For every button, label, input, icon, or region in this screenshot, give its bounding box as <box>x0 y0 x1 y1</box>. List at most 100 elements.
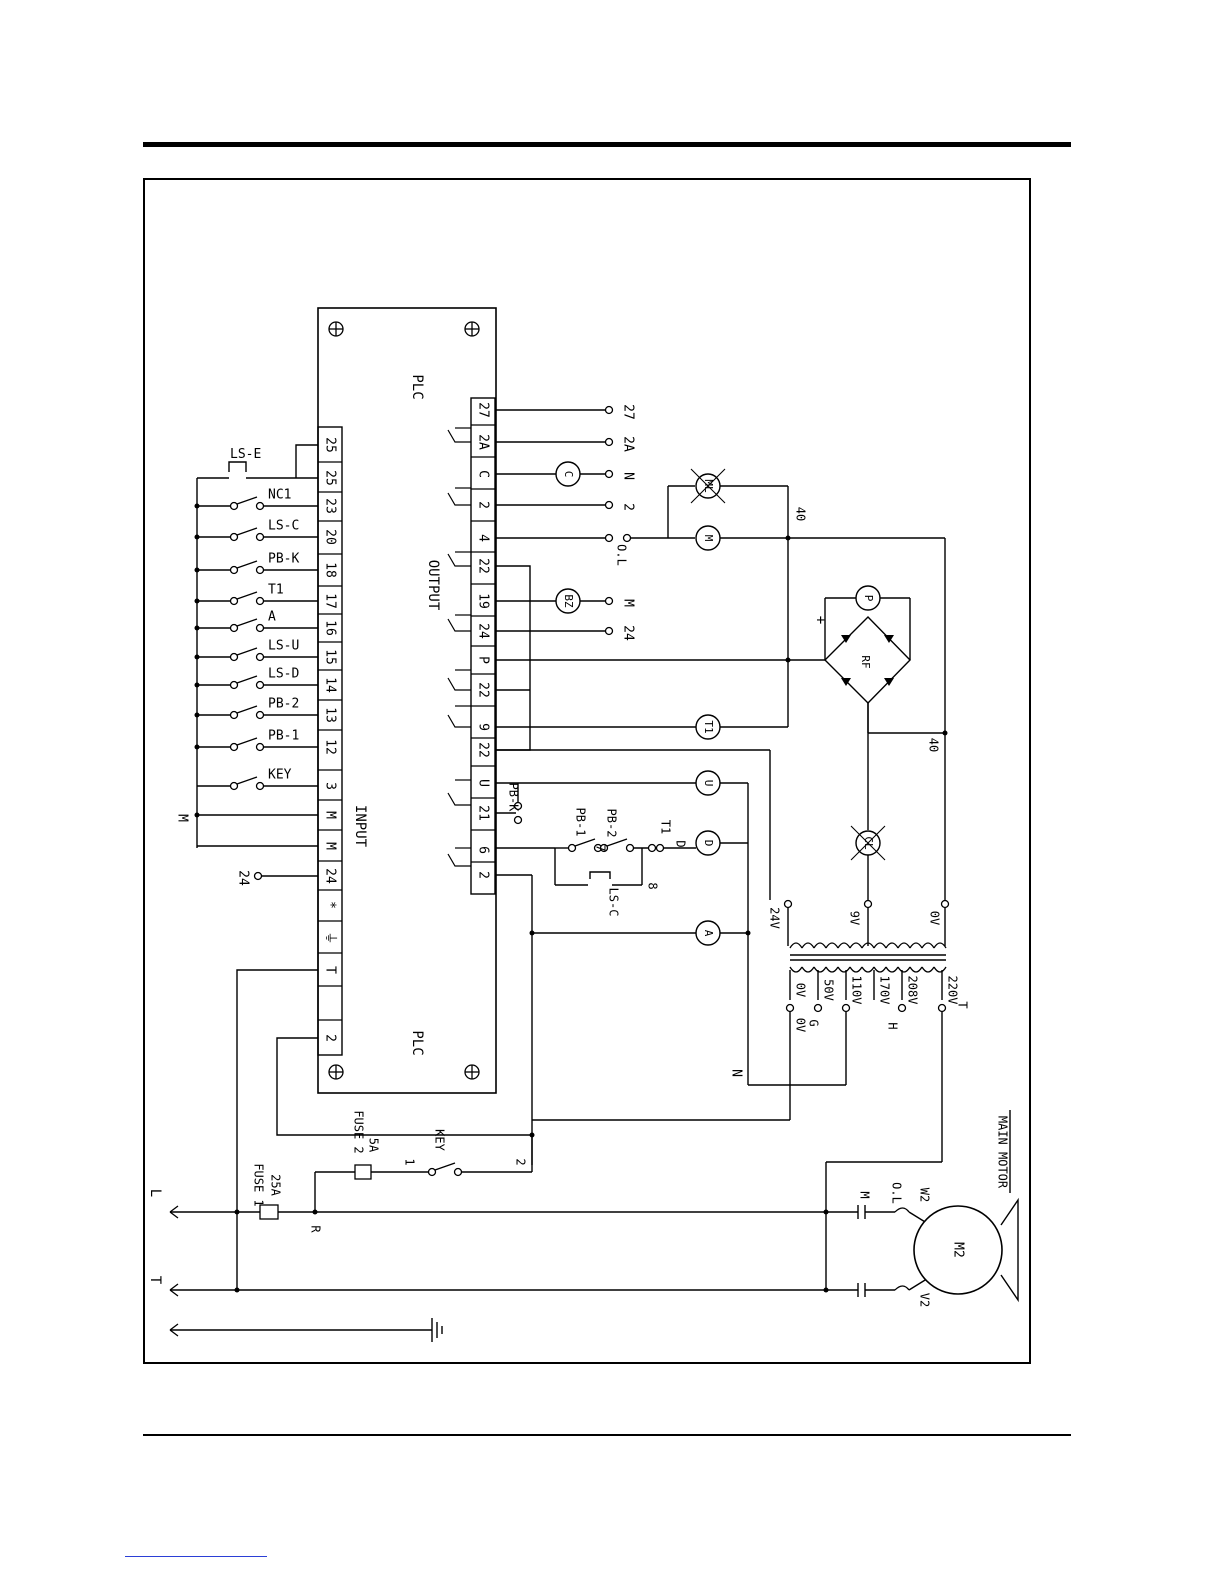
label-40-top: 40 <box>794 507 808 521</box>
transformer-secondary-label-2: 9V <box>848 911 862 925</box>
transformer-primary-label-5: 208V <box>906 976 920 1005</box>
transformer-primary-label-4: 170V <box>878 976 892 1005</box>
input-device-label-1: KEY <box>268 768 292 783</box>
load-A-label: A <box>702 930 715 937</box>
terminal-point-label-2: 2A <box>621 436 636 452</box>
label-t1-contact: T1 <box>659 820 673 834</box>
transformer-primary-coil <box>849 966 863 973</box>
transformer-primary-coil <box>897 966 911 973</box>
load-P <box>855 585 881 611</box>
load-C-label: C <box>562 471 575 478</box>
top-rule <box>143 142 1071 147</box>
pb1-contact-pin <box>567 843 577 853</box>
lsc-symbol <box>589 871 611 879</box>
primary-pin-110 <box>841 1003 851 1013</box>
transformer-primary-coil <box>861 966 875 973</box>
relay-contact <box>447 492 471 506</box>
key-switch-blade <box>434 1162 456 1171</box>
input-terminal-20: 25 <box>323 437 338 453</box>
output-terminal-2: 6 <box>476 846 491 854</box>
wire-input-T <box>236 969 318 1290</box>
input-device-label-4: LS-D <box>268 667 299 682</box>
input-terminal-16: 18 <box>323 562 338 578</box>
input-switch-5-pin <box>255 652 265 662</box>
output-section-label: OUTPUT <box>425 560 441 611</box>
terminal-24-label: 24 <box>236 870 251 886</box>
load-ML-label: ML <box>702 479 715 493</box>
output-terminal-16: 27 <box>476 402 491 418</box>
input-switch-8-pin <box>229 565 239 575</box>
overload-OL <box>894 1207 910 1213</box>
input-switch-2-blade <box>236 737 258 746</box>
t1-contact-pin2 <box>655 843 665 853</box>
input-device-label-3: PB-2 <box>268 697 299 712</box>
terminal-24-point <box>253 871 263 881</box>
junction-dot <box>745 930 751 936</box>
junction-dot <box>529 1132 535 1138</box>
primary-pin-0v <box>785 1003 795 1013</box>
transformer-primary-label-3: 110V <box>850 976 864 1005</box>
motor-w2-label: W2 <box>918 1188 932 1202</box>
input-terminal-10: 12 <box>323 739 338 755</box>
terminal-point-label-1: 27 <box>621 404 636 420</box>
input-switch-7-pin <box>255 596 265 606</box>
input-terminal-1: 2 <box>323 1034 338 1042</box>
junction-dot <box>785 657 791 663</box>
terminal-point-6 <box>604 596 614 606</box>
motor-v2-label: V2 <box>918 1293 932 1307</box>
label-n: N <box>729 1069 744 1077</box>
load-U-label: U <box>702 780 715 787</box>
junction-dot <box>194 625 200 631</box>
input-terminal-strip <box>317 426 343 1056</box>
input-terminal-11: 13 <box>323 707 338 723</box>
input-device-label-6: A <box>268 610 276 625</box>
bridge-diode <box>841 678 851 686</box>
junction-dot <box>529 930 535 936</box>
fuse2 <box>354 1164 372 1180</box>
input-switch-7-blade <box>236 591 258 600</box>
input-terminal-7: M <box>323 842 338 850</box>
input-switch-6-pin <box>255 623 265 633</box>
transformer-primary-coil <box>933 966 947 973</box>
input-section-label: INPUT <box>352 805 368 848</box>
transformer-secondary-coil <box>861 942 875 949</box>
transformer-secondary-tap-3 <box>940 899 950 909</box>
input-terminal-3: T <box>323 966 338 974</box>
input-switch-10-blade <box>236 496 258 505</box>
input-switch-7-pin <box>229 596 239 606</box>
input-switch-1-pin <box>229 781 239 791</box>
transformer-secondary-tap-1 <box>783 899 793 909</box>
load-P-label: P <box>862 595 875 602</box>
output-terminal-1: 2 <box>476 871 491 879</box>
input-switch-6-blade <box>236 618 258 627</box>
contactor-label: M <box>858 1191 872 1198</box>
fuse2-label: FUSE 2 <box>352 1110 366 1153</box>
input-device-label-7: T1 <box>268 583 284 598</box>
transformer-primary-coil <box>873 966 887 973</box>
input-terminal-4: ⏚ <box>323 931 338 944</box>
label-d: D <box>674 840 688 847</box>
load-A <box>695 920 721 946</box>
t1-contact-pin <box>647 843 657 853</box>
input-terminal-15: 17 <box>323 593 338 609</box>
junction-dot <box>194 503 200 509</box>
terminal-point-3 <box>604 469 614 479</box>
terminal-point-OL2 <box>622 533 632 543</box>
transformer-secondary-coil <box>873 942 887 949</box>
line-T-label: T <box>147 1276 163 1285</box>
plc-body <box>317 307 497 1094</box>
terminal-point-label-7: 24 <box>621 625 636 641</box>
marks: 2T⏚*24MM312131415161718202325252621U2292… <box>147 374 1019 1337</box>
junction-dot <box>194 682 200 688</box>
junction-dot <box>234 1287 240 1293</box>
transformer-secondary-coil <box>921 942 935 949</box>
input-device-label-10: NC1 <box>268 488 291 503</box>
transformer-secondary-coil <box>789 942 803 949</box>
input-terminal-12: 14 <box>323 677 338 693</box>
output-terminal-10: 19 <box>476 593 491 609</box>
terminal-point-7 <box>604 626 614 636</box>
bridge-rf-label: RF <box>859 655 872 668</box>
transformer-secondary-tap-2 <box>863 899 873 909</box>
input-terminal-5: * <box>323 901 338 909</box>
primary-pin-220 <box>937 1003 947 1013</box>
